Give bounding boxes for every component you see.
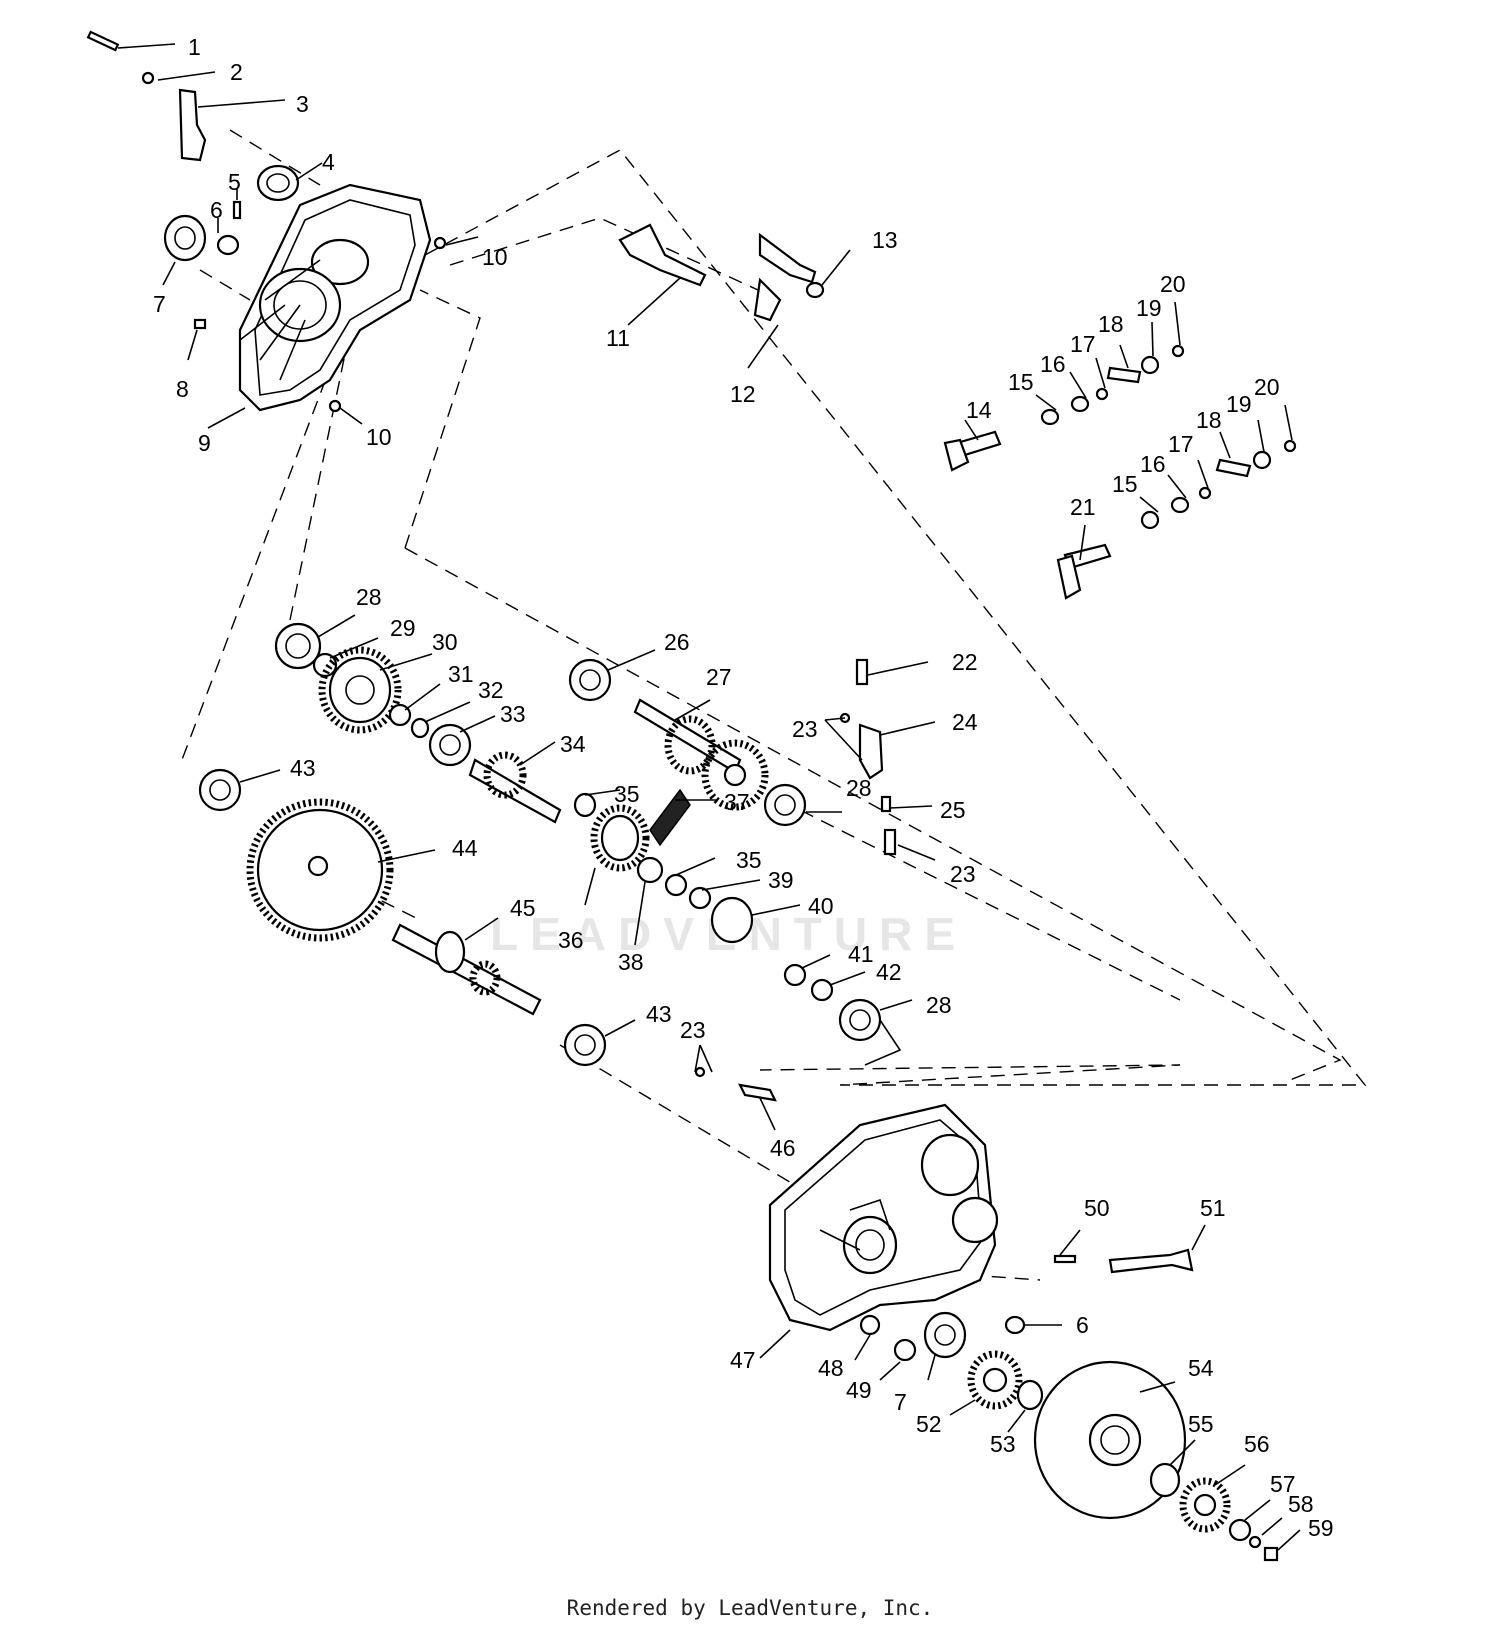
callout-21: 21 bbox=[1070, 494, 1096, 520]
callout-6: 6 bbox=[210, 197, 223, 223]
callout-57: 57 bbox=[1270, 1471, 1296, 1497]
callout-29: 29 bbox=[390, 615, 416, 641]
callout-18: 18 bbox=[1098, 311, 1124, 337]
callout-46: 46 bbox=[770, 1135, 796, 1161]
callout-41: 41 bbox=[848, 941, 874, 967]
callout-9: 9 bbox=[198, 430, 211, 456]
callout-43: 43 bbox=[290, 755, 316, 781]
callout-4: 4 bbox=[322, 149, 335, 175]
callout-25: 25 bbox=[940, 797, 966, 823]
callout-8: 8 bbox=[176, 376, 189, 402]
gear-train bbox=[274, 622, 882, 1042]
callout-numbers: 1 2 3 4 5 6 7 8 9 10 10 11 12 13 14 15 1… bbox=[153, 34, 1334, 1541]
callout-19: 19 bbox=[1136, 295, 1162, 321]
callout-3: 3 bbox=[296, 91, 309, 117]
callout-52: 52 bbox=[916, 1411, 942, 1437]
callout-55: 55 bbox=[1188, 1411, 1214, 1437]
callout-6: 6 bbox=[1076, 1312, 1089, 1338]
callout-39: 39 bbox=[768, 867, 794, 893]
callout-45: 45 bbox=[510, 895, 536, 921]
callout-49: 49 bbox=[846, 1377, 872, 1403]
callout-53: 53 bbox=[990, 1431, 1016, 1457]
left-case-cover bbox=[238, 183, 432, 412]
callout-17: 17 bbox=[1168, 431, 1194, 457]
right-case bbox=[768, 1103, 999, 1332]
callout-42: 42 bbox=[876, 959, 902, 985]
drive-parts bbox=[859, 1248, 1279, 1562]
callout-47: 47 bbox=[730, 1347, 756, 1373]
callout-22: 22 bbox=[952, 649, 978, 675]
callout-15: 15 bbox=[1112, 471, 1138, 497]
callout-23: 23 bbox=[950, 861, 976, 887]
callout-35: 35 bbox=[736, 847, 762, 873]
callout-17: 17 bbox=[1070, 331, 1096, 357]
callout-35: 35 bbox=[614, 781, 640, 807]
detent-parts bbox=[839, 658, 897, 856]
callout-36: 36 bbox=[558, 927, 584, 953]
shift-shafts bbox=[943, 344, 1297, 600]
callout-19: 19 bbox=[1226, 391, 1252, 417]
callout-54: 54 bbox=[1188, 1355, 1214, 1381]
output-gear-shaft bbox=[198, 768, 607, 1067]
callout-1: 1 bbox=[188, 34, 201, 60]
callout-58: 58 bbox=[1288, 1491, 1314, 1517]
callout-59: 59 bbox=[1308, 1515, 1334, 1541]
callout-56: 56 bbox=[1244, 1431, 1270, 1457]
callout-12: 12 bbox=[730, 381, 756, 407]
callout-13: 13 bbox=[872, 227, 898, 253]
callout-51: 51 bbox=[1200, 1195, 1226, 1221]
callout-11: 11 bbox=[606, 325, 630, 351]
callout-32: 32 bbox=[478, 677, 504, 703]
callout-43: 43 bbox=[646, 1001, 672, 1027]
callout-48: 48 bbox=[818, 1355, 844, 1381]
top-left-parts bbox=[86, 30, 447, 413]
callout-15: 15 bbox=[1008, 369, 1034, 395]
callout-5: 5 bbox=[228, 169, 241, 195]
callout-44: 44 bbox=[452, 835, 478, 861]
callout-28: 28 bbox=[356, 584, 382, 610]
clip-46 bbox=[694, 1066, 777, 1102]
callout-40: 40 bbox=[808, 893, 834, 919]
callout-20: 20 bbox=[1160, 271, 1186, 297]
callout-31: 31 bbox=[448, 661, 474, 687]
callout-18: 18 bbox=[1196, 407, 1222, 433]
leader-lines bbox=[117, 43, 1301, 1551]
callout-37: 37 bbox=[724, 789, 750, 815]
callout-23: 23 bbox=[680, 1017, 706, 1043]
callout-16: 16 bbox=[1040, 351, 1066, 377]
callout-16: 16 bbox=[1140, 451, 1166, 477]
callout-23: 23 bbox=[792, 716, 818, 742]
callout-34: 34 bbox=[560, 731, 586, 757]
callout-26: 26 bbox=[664, 629, 690, 655]
render-credit: Rendered by LeadVenture, Inc. bbox=[566, 1596, 934, 1620]
callout-10: 10 bbox=[482, 244, 508, 270]
callout-7: 7 bbox=[894, 1389, 907, 1415]
callout-20: 20 bbox=[1254, 374, 1280, 400]
callout-30: 30 bbox=[432, 629, 458, 655]
callout-27: 27 bbox=[706, 664, 732, 690]
callout-10: 10 bbox=[366, 424, 392, 450]
callout-24: 24 bbox=[952, 709, 978, 735]
callout-7: 7 bbox=[153, 291, 166, 317]
callout-50: 50 bbox=[1084, 1195, 1110, 1221]
callout-33: 33 bbox=[500, 701, 526, 727]
shift-forks bbox=[618, 223, 825, 322]
callout-38: 38 bbox=[618, 949, 644, 975]
callout-2: 2 bbox=[230, 59, 243, 85]
callout-28: 28 bbox=[926, 992, 952, 1018]
callout-28: 28 bbox=[846, 775, 872, 801]
callout-14: 14 bbox=[966, 397, 992, 423]
